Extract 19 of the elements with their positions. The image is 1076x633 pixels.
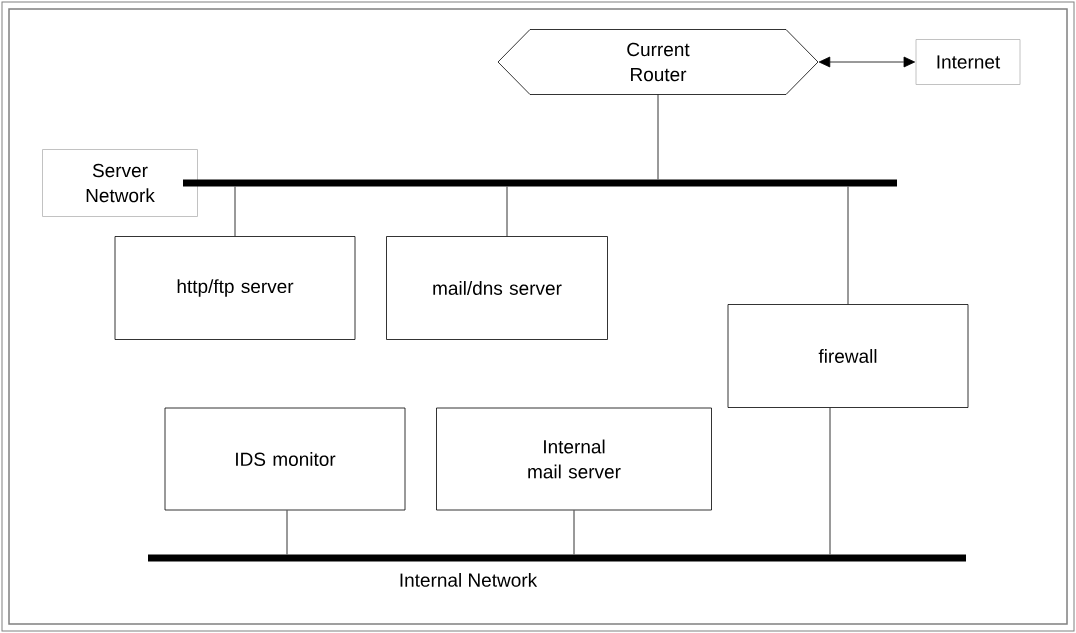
connector	[573, 510, 575, 555]
network-bus	[148, 554, 966, 562]
device-box: Internal mail server	[436, 407, 712, 511]
network-bus	[183, 179, 897, 187]
device-box: mail/dns server	[386, 236, 608, 340]
connector	[286, 510, 288, 555]
connector	[657, 94, 659, 180]
network-label: Internal Network	[400, 572, 538, 587]
connector	[818, 56, 916, 68]
connector	[234, 186, 236, 237]
device-box: IDS monitor	[164, 407, 406, 511]
connector	[829, 407, 831, 555]
connector	[506, 186, 508, 237]
device-box: Internet	[915, 39, 1021, 85]
device-box: http/ftp server	[114, 236, 356, 340]
router-hexagon: Current Router	[497, 29, 819, 95]
device-box: firewall	[727, 304, 969, 408]
label-box: Server Network	[42, 149, 198, 217]
connector	[847, 186, 849, 305]
